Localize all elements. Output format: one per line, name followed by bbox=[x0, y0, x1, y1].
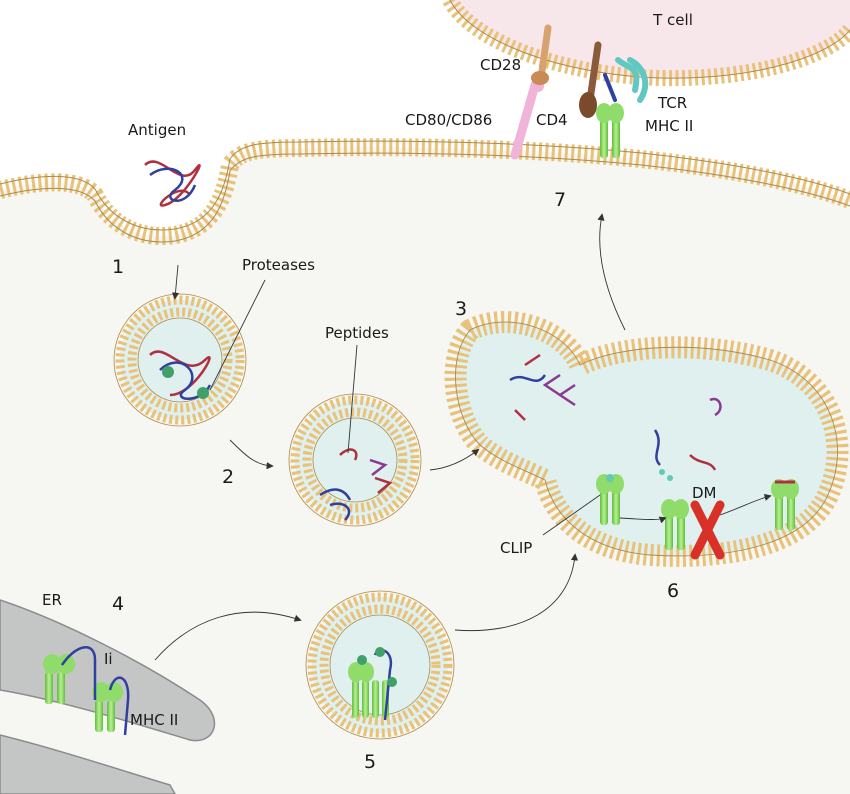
step-2: 2 bbox=[222, 466, 234, 488]
dm-label: DM bbox=[692, 484, 717, 502]
tcr-label: TCR bbox=[657, 94, 687, 112]
peptide-fragments bbox=[319, 448, 393, 521]
cd80-cd86-label: CD80/CD86 bbox=[405, 111, 492, 129]
cd4-molecule bbox=[579, 41, 602, 118]
protease-icon bbox=[162, 366, 174, 378]
cell-membrane bbox=[0, 138, 850, 794]
ii-label: Ii bbox=[104, 650, 113, 668]
antigen-label: Antigen bbox=[128, 121, 186, 139]
mhc2-loaded bbox=[771, 479, 799, 530]
er-mhc2 bbox=[43, 646, 130, 736]
step-7: 7 bbox=[554, 189, 566, 211]
vesicle-mhc2 bbox=[348, 647, 397, 721]
dm-molecule bbox=[690, 500, 725, 560]
mhc-vesicle bbox=[305, 590, 455, 740]
cd28-label: CD28 bbox=[480, 56, 521, 74]
compartment-peptides bbox=[509, 353, 722, 481]
mhc2-clip bbox=[596, 474, 624, 525]
antigen-molecule bbox=[144, 160, 201, 207]
leader-lines bbox=[209, 279, 601, 536]
step-4: 4 bbox=[112, 593, 124, 615]
mhc2-top-label: MHC II bbox=[645, 117, 693, 135]
peptides-label: Peptides bbox=[325, 324, 389, 342]
t-cell bbox=[442, 0, 850, 87]
step-1: 1 bbox=[112, 256, 124, 278]
protease-peptides bbox=[149, 350, 212, 400]
mhc2-er-label: MHC II bbox=[130, 711, 178, 729]
flow-arrows bbox=[154, 213, 772, 661]
er-label: ER bbox=[42, 591, 62, 609]
surface-mhc2 bbox=[596, 103, 624, 158]
step-6: 6 bbox=[667, 580, 679, 602]
proteases-label: Proteases bbox=[242, 256, 315, 274]
t-cell-label: T cell bbox=[652, 11, 693, 29]
mhc2-dm-site bbox=[661, 499, 689, 550]
cd4-label: CD4 bbox=[536, 111, 568, 129]
step-3: 3 bbox=[455, 298, 467, 320]
protease-icon bbox=[197, 387, 209, 399]
tcr-molecule bbox=[603, 57, 649, 103]
clip-label: CLIP bbox=[500, 539, 532, 557]
step-5: 5 bbox=[364, 751, 376, 773]
endoplasmic-reticulum bbox=[0, 599, 216, 794]
cd28-molecule bbox=[531, 24, 552, 85]
